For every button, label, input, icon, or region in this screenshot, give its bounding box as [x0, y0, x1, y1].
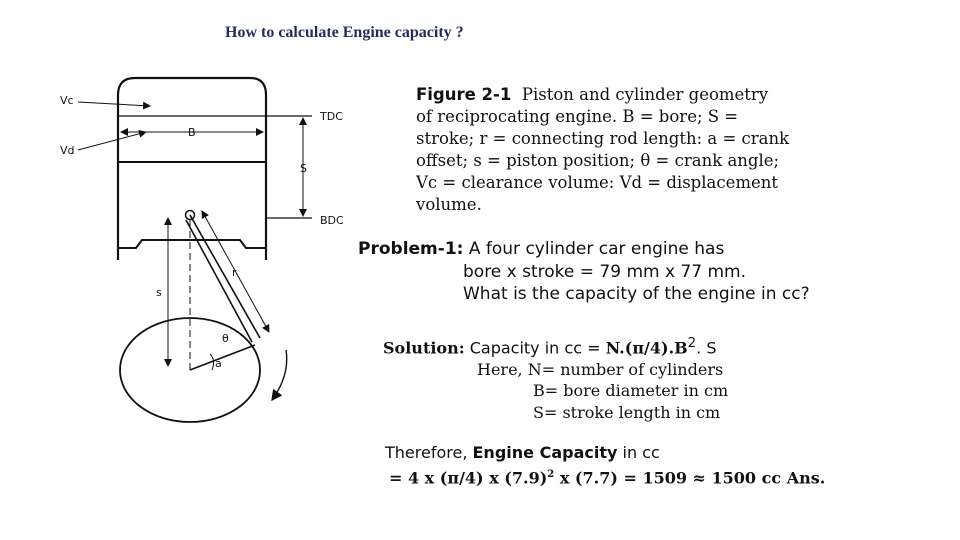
therefore-block: Therefore, Engine Capacity in cc = 4 x (… — [385, 442, 825, 488]
caption-line-3: stroke; r = connecting rod length: a = c… — [416, 129, 790, 148]
cylinder-outline — [116, 76, 268, 260]
piston-cylinder-diagram: Vc Vd B TDC S BDC r s θ a — [60, 76, 344, 423]
crank-offset-label: a — [215, 357, 222, 370]
caption-line-2: of reciprocating engine. B = bore; S = — [416, 107, 739, 126]
problem-line-1: A four cylinder car engine has — [468, 239, 725, 259]
figure-caption: Figure 2-1 Piston and cylinder geometry … — [416, 84, 856, 216]
piston-position-label: s — [156, 286, 162, 299]
therefore-prefix: Therefore, — [385, 443, 473, 462]
caption-line-5: Vc = clearance volume: Vd = displacement — [416, 173, 779, 192]
solution-line-4: S= stroke length in cm — [533, 402, 721, 422]
rod-length-label: r — [232, 266, 237, 279]
wrist-pin — [184, 209, 196, 221]
caption-line-6: volume. — [416, 195, 482, 214]
connecting-rod — [189, 214, 261, 339]
crank-arm — [189, 344, 256, 371]
piston — [117, 161, 267, 249]
equation-part-2: x (7.7) = 1509 ≈ — [554, 467, 712, 487]
problem-line-2: bore x stroke = 79 mm x 77 mm. — [463, 261, 747, 282]
vd-label: Vd — [60, 144, 75, 157]
page-title: How to calculate Engine capacity ? — [225, 24, 464, 41]
solution-block: Solution: Capacity in cc = N.(π/4).B2. S… — [383, 333, 728, 423]
equation-exponent: 2 — [547, 468, 555, 480]
formula-exponent: 2 — [687, 336, 697, 351]
solution-line-1-text: Capacity in cc = — [469, 338, 606, 358]
crank-circle — [119, 317, 261, 423]
formula-tail: . S — [696, 338, 717, 358]
bore-label: B — [188, 126, 196, 139]
therefore-suffix: in cc — [617, 443, 660, 462]
problem-line-3: What is the capacity of the engine in cc… — [463, 284, 810, 304]
caption-line-4: offset; s = piston position; θ = crank a… — [416, 151, 780, 170]
solution-line-2: Here, N= number of cylinders — [477, 359, 724, 379]
engine-capacity-label: Engine Capacity — [472, 443, 618, 462]
problem-label: Problem-1: — [358, 239, 464, 259]
caption-line-1: Piston and cylinder geometry — [521, 85, 769, 104]
final-answer: 1500 cc Ans. — [711, 467, 826, 487]
solution-label: Solution: — [383, 338, 465, 358]
crank-angle-label: θ — [222, 332, 229, 345]
problem-block: Problem-1: A four cylinder car engine ha… — [358, 238, 810, 306]
final-equation: = 4 x (π/4) x (7.9)2 x (7.7) = 1509 ≈ 15… — [385, 464, 825, 489]
solution-line-3: B= bore diameter in cm — [533, 381, 729, 401]
tdc-label: TDC — [319, 110, 343, 123]
vc-label: Vc — [60, 94, 74, 107]
stroke-label: S — [300, 162, 307, 175]
figure-label: Figure 2-1 — [416, 85, 512, 104]
equation-part-1: = 4 x (π/4) x (7.9) — [389, 467, 548, 487]
capacity-formula: N.(π/4).B — [605, 338, 688, 358]
bdc-label: BDC — [320, 214, 344, 227]
